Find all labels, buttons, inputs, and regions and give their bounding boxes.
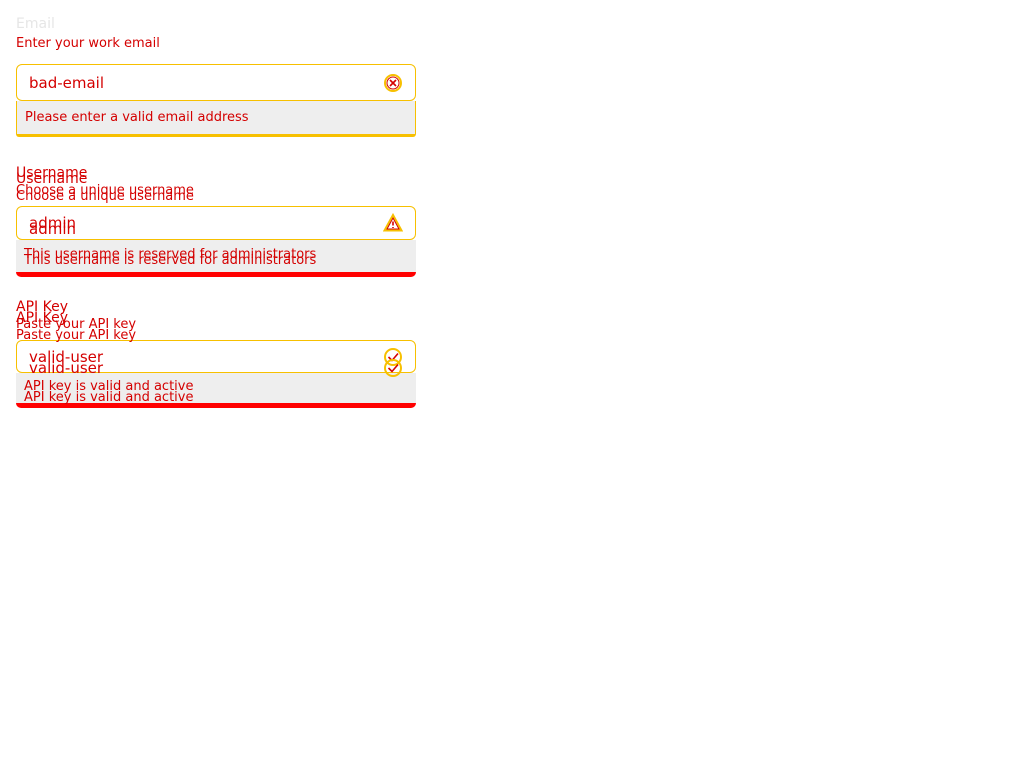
api-key-input-shadow (16, 351, 416, 384)
validation-form: Email Enter your work email Please enter… (16, 16, 416, 408)
username-message-shadow: This username is reserved for administra… (24, 253, 317, 268)
email-error-message: Please enter a valid email address (16, 101, 416, 134)
api-key-message-shadow: API key is valid and active (24, 390, 194, 405)
username-layer-shadow: Username Choose a unique username This u… (16, 171, 416, 278)
username-label: Username (16, 165, 88, 181)
email-description: Enter your work email (16, 36, 160, 51)
username-value-shadow (29, 213, 359, 245)
api-key-field-group: API Key Paste your API key API key is va… (16, 299, 416, 408)
error-circle-icon (383, 73, 403, 93)
email-input-box[interactable] (16, 64, 416, 101)
api-key-label: API Key (16, 299, 68, 315)
username-field-group: Username Choose a unique username This u… (16, 165, 416, 277)
warning-triangle-icon (383, 213, 403, 233)
api-key-value-shadow (29, 352, 359, 383)
email-status-bar (16, 134, 416, 137)
api-key-label-shadow: API Key (16, 310, 68, 326)
email-label: Email (16, 16, 55, 32)
username-label-shadow: Username (16, 171, 88, 187)
email-input[interactable] (29, 65, 359, 100)
check-circle-icon-shadow (383, 358, 403, 378)
username-status-bar (16, 272, 416, 277)
username-input-shadow (16, 212, 416, 246)
username-description: Choose a unique username (16, 183, 194, 198)
api-key-description-shadow: Paste your API key (16, 328, 137, 343)
api-key-description: Paste your API key (16, 317, 137, 332)
email-field-group: Email Enter your work email Please enter… (16, 16, 416, 137)
api-key-layer-shadow: API Key Paste your API key API key is va… (16, 310, 416, 414)
api-key-status-bar (16, 403, 416, 408)
username-warning-message: This username is reserved for administra… (16, 240, 416, 272)
username-description-shadow: Choose a unique username (16, 189, 194, 204)
